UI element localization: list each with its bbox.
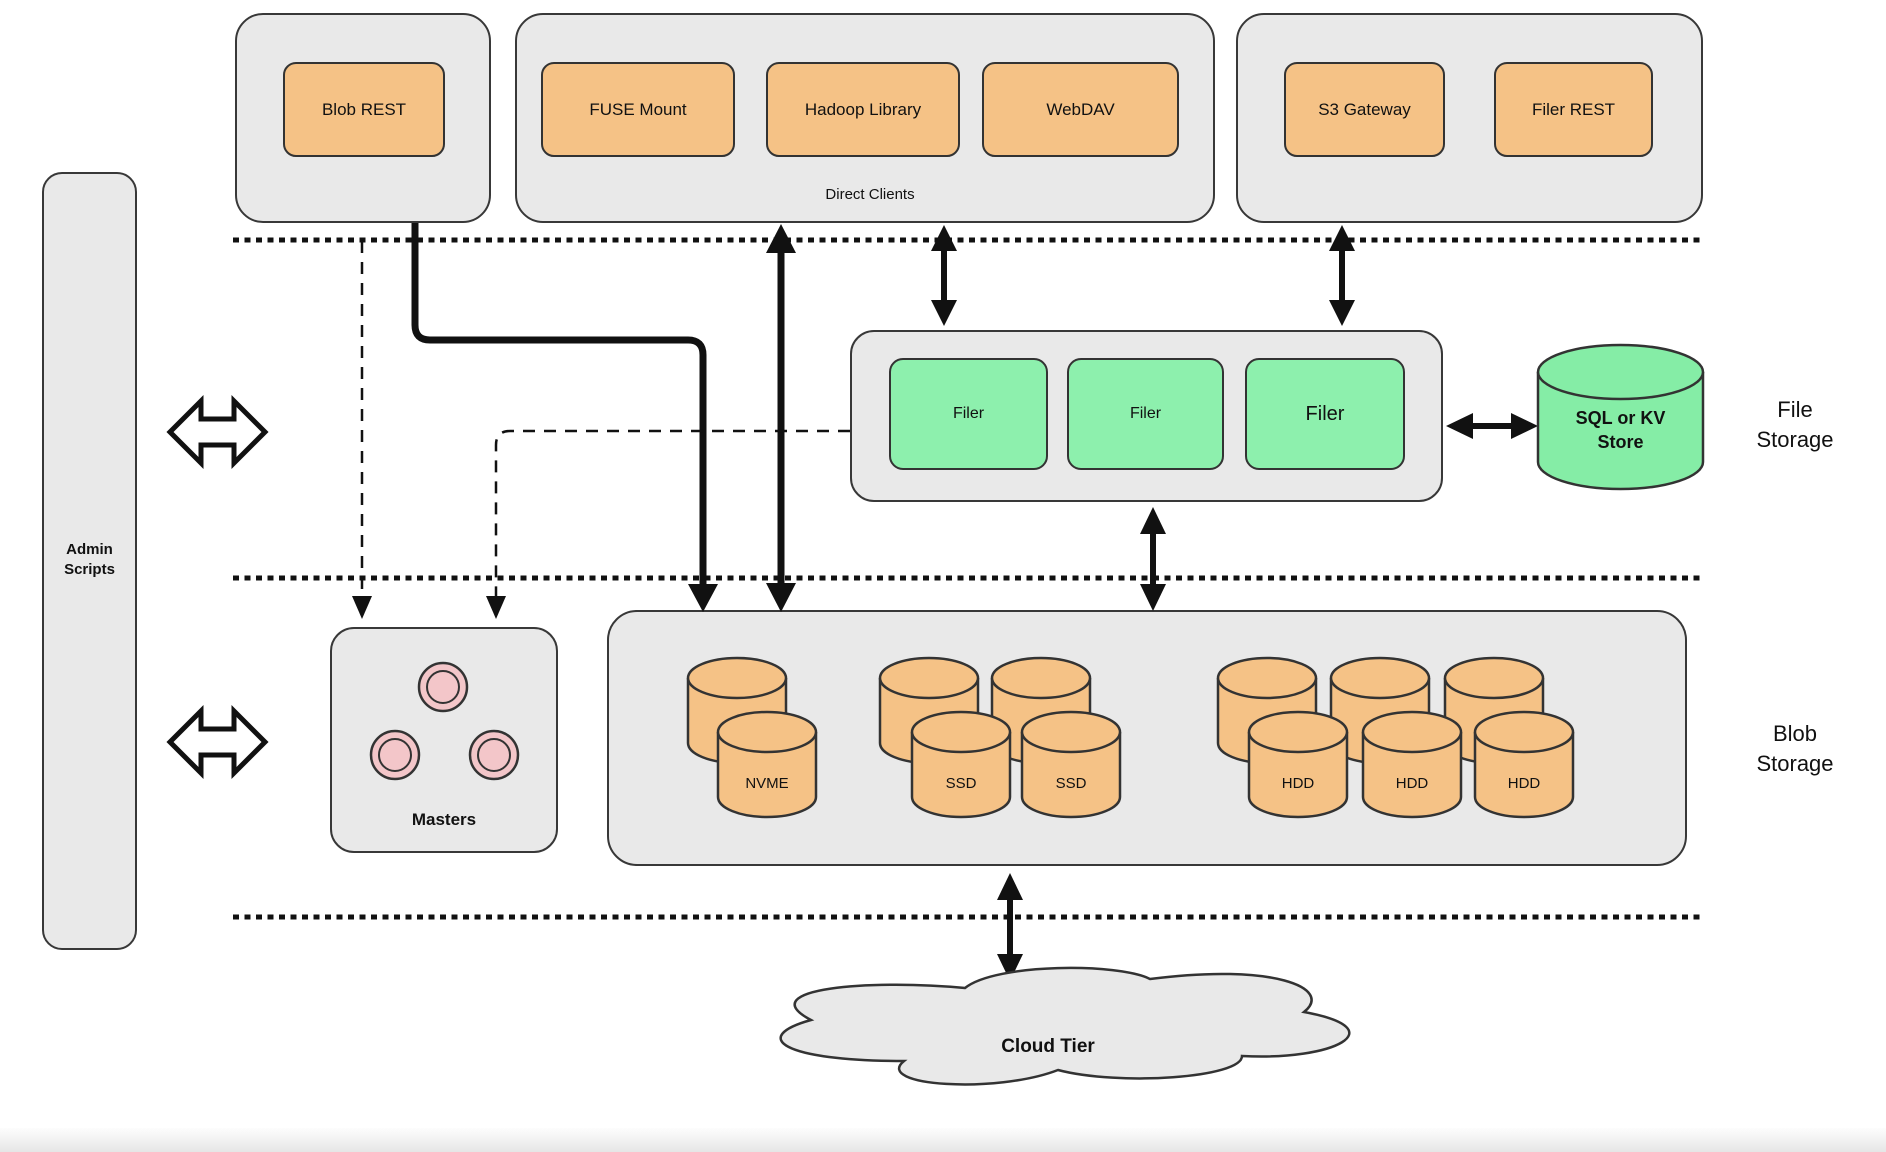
webdav-label: WebDAV [1046,99,1115,119]
admin-scripts-panel [42,172,137,950]
admin-file-storage-double-arrow [166,394,269,470]
filer-2-label: Filer [1129,405,1162,422]
hdd-label-3: HDD [1507,774,1541,792]
webdav-filer-double-arrow [931,225,957,326]
blob-rest-to-blob-storage-arrow [411,223,718,612]
s3-gateway-box: S3 Gateway [1284,62,1445,157]
filer-db-double-arrow [1446,413,1538,439]
filer-blob-storage-double-arrow [1140,507,1166,611]
direct-clients-group-label: Direct Clients [825,185,915,203]
page-bottom-strip [0,1128,1886,1152]
clients-blob-storage-double-arrow [766,224,796,612]
ssd-label-1: SSD [945,774,977,792]
filer-box-3: Filer [1245,358,1405,470]
blob-cloud-double-arrow [997,873,1023,981]
nvme-label: NVME [745,774,789,792]
blob-rest-label: Blob REST [321,99,407,119]
blob-rest-box: Blob REST [283,62,445,157]
blob-rest-masters-dashed-arrow [352,241,372,619]
masters-label: Masters [411,809,477,829]
filer-rest-box: Filer REST [1494,62,1653,157]
blob-storage-panel [607,610,1687,866]
s3-filer-double-arrow [1329,225,1355,326]
s3-gateway-label: S3 Gateway [1318,99,1411,119]
file-storage-band-label: File Storage [1756,397,1834,452]
webdav-box: WebDAV [982,62,1179,157]
filer-3-label: Filer [1305,402,1345,425]
filer-1-label: Filer [952,405,985,422]
hdd-label-2: HDD [1395,774,1429,792]
fuse-mount-label: FUSE Mount [589,99,687,119]
ssd-label-2: SSD [1055,774,1087,792]
hdd-label-1: HDD [1281,774,1315,792]
hadoop-library-box: Hadoop Library [766,62,960,157]
filer-rest-label: Filer REST [1531,99,1616,119]
filer-box-2: Filer [1067,358,1224,470]
filer-masters-dashed-arrow [486,429,850,619]
blob-storage-band-label: Blob Storage [1756,721,1834,776]
admin-blob-storage-double-arrow [166,704,269,780]
sql-kv-store-label: SQL or KV Store [1575,407,1666,452]
fuse-mount-box: FUSE Mount [541,62,735,157]
hadoop-library-label: Hadoop Library [804,99,922,119]
admin-scripts-label: Admin Scripts [64,540,115,578]
filer-box-1: Filer [889,358,1048,470]
cloud-shape [779,966,1351,1086]
cloud-tier-label: Cloud Tier [1001,1036,1095,1058]
